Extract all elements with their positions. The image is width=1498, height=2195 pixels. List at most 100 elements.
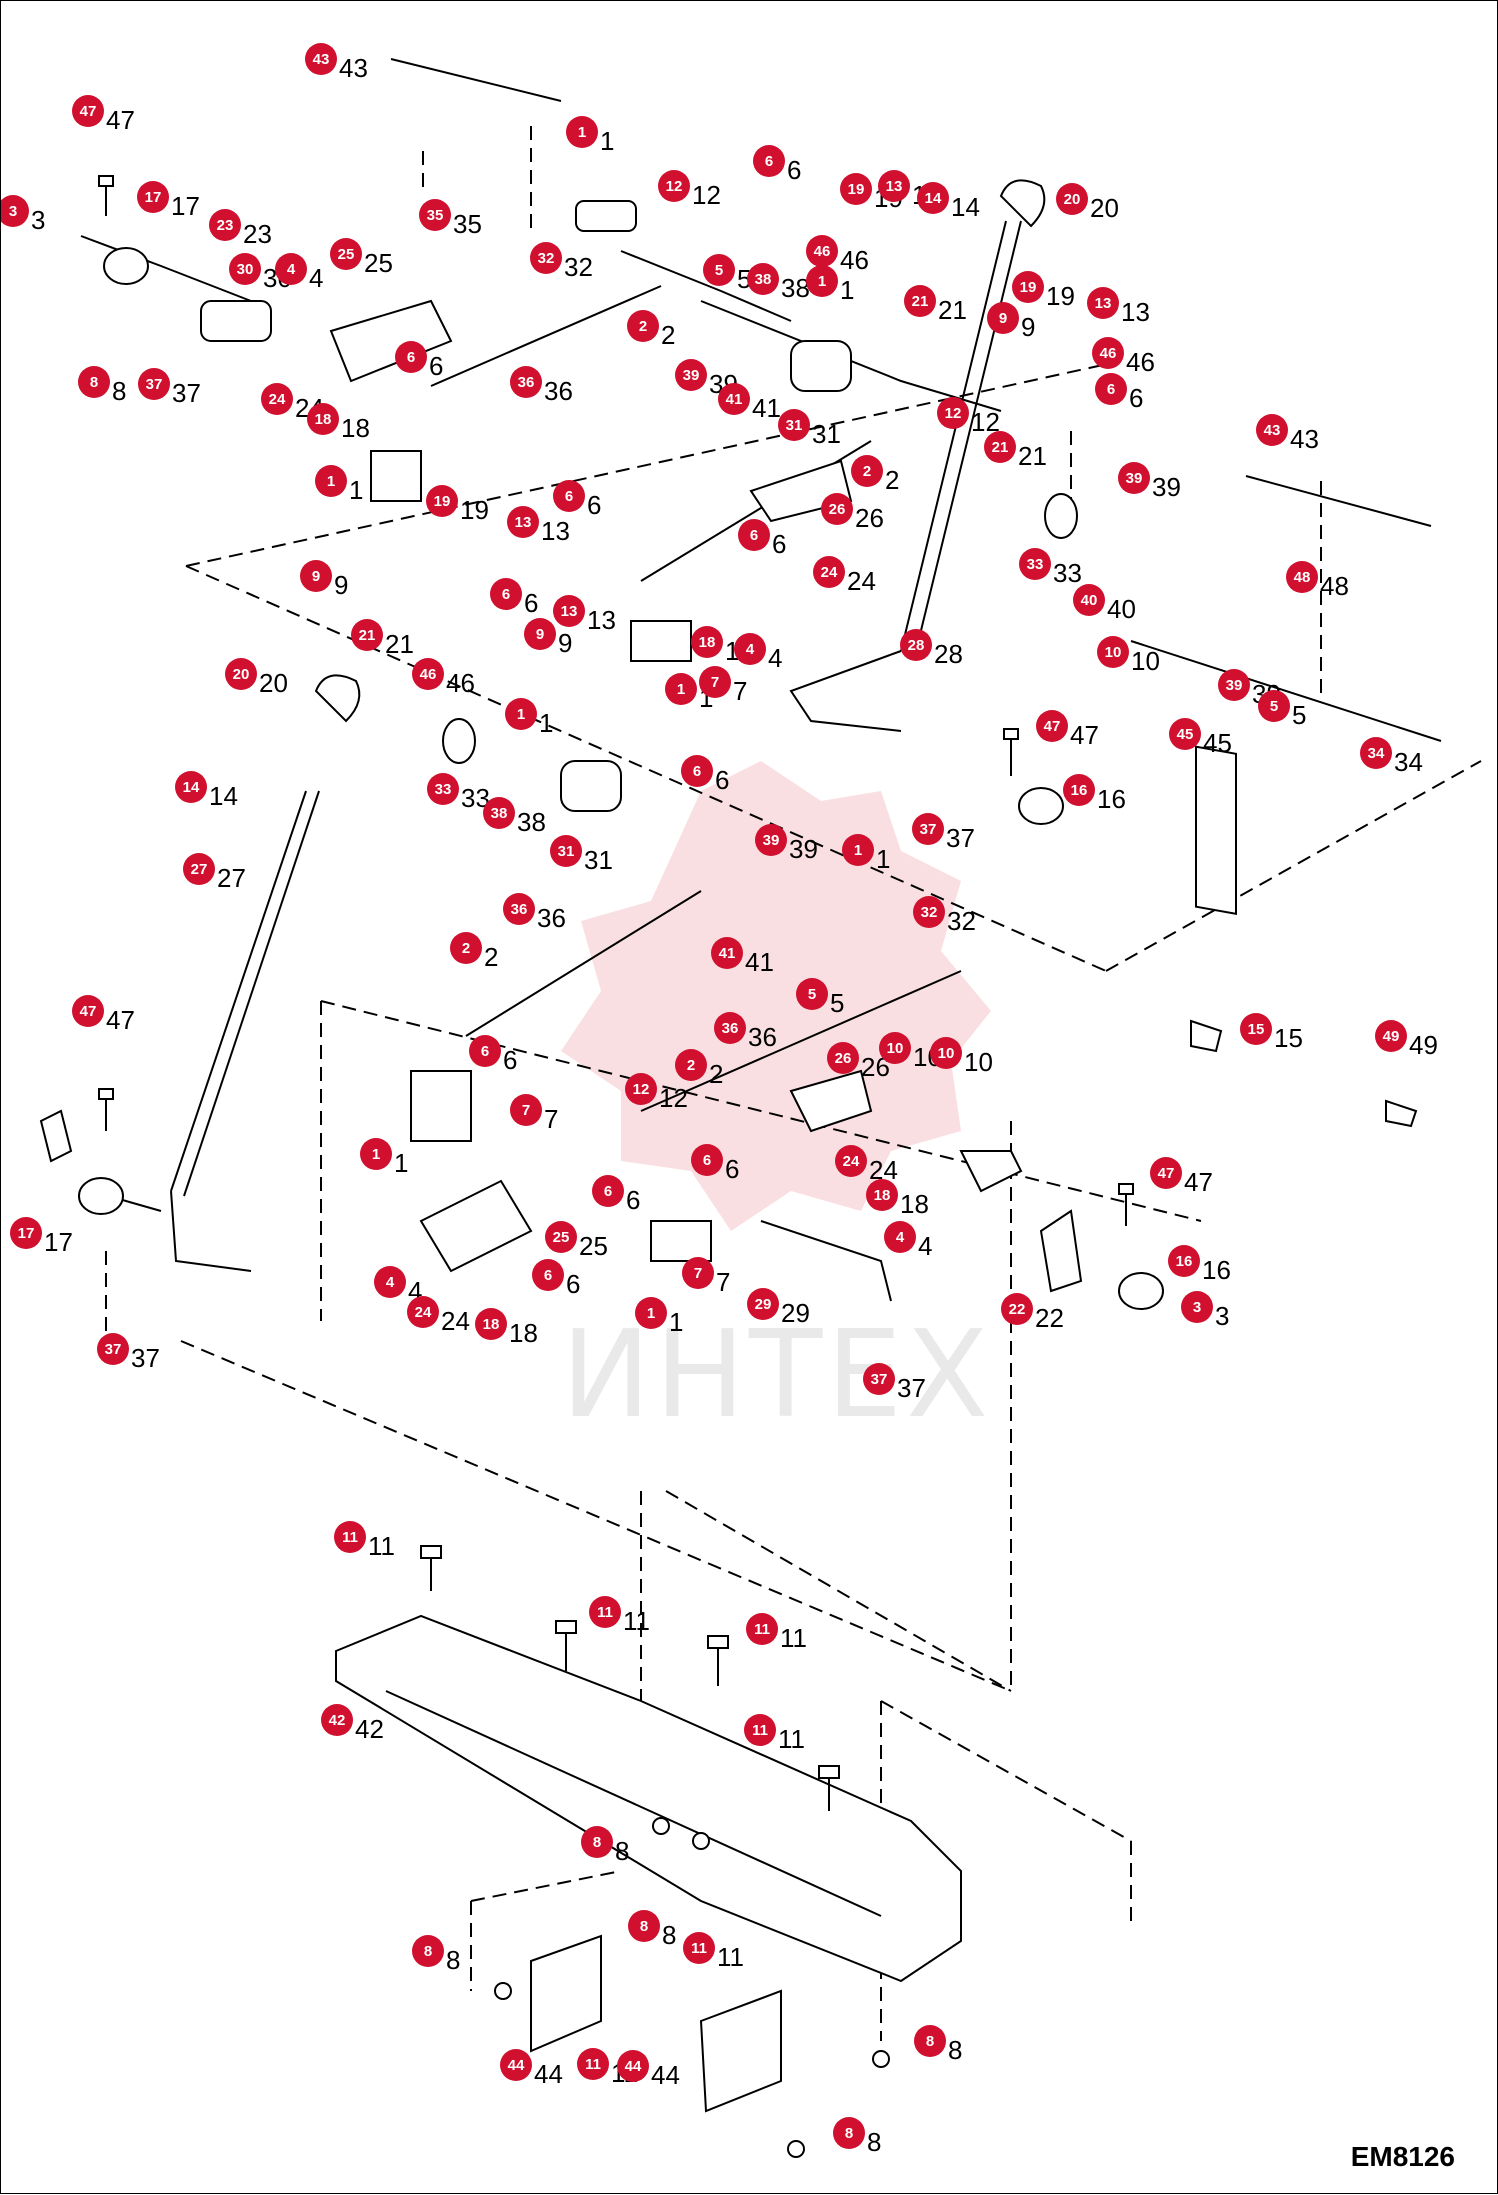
callout-badge-label: 47: [80, 103, 97, 120]
callout-5: 55: [1258, 690, 1306, 730]
callout-badge-label: 3: [9, 203, 17, 220]
callout-badge: [984, 431, 1016, 463]
callout-number: 37: [131, 1343, 160, 1373]
callout-badge-label: 39: [683, 367, 700, 384]
callout-number: 39: [789, 834, 818, 864]
callout-badge: [813, 556, 845, 588]
callout-badge-label: 39: [1226, 677, 1243, 694]
callout-badge: [879, 1032, 911, 1064]
callout-badge-label: 33: [1027, 556, 1044, 573]
dashed-frames: [105, 126, 1482, 2041]
callout-number: 7: [716, 1267, 730, 1297]
callout-badge-label: 24: [821, 564, 838, 581]
callout-badge-label: 33: [435, 781, 452, 798]
callout-badge-label: 12: [633, 1081, 650, 1098]
callout-badge: [833, 2117, 865, 2149]
callout-6: 66: [395, 341, 443, 381]
callout-7: 77: [510, 1094, 558, 1134]
callout-badge: [900, 629, 932, 661]
callout-badge-label: 1: [517, 706, 525, 723]
callout-number: 6: [566, 1269, 580, 1299]
callout-badge-label: 8: [90, 374, 98, 391]
callout-badge-label: 6: [544, 1267, 552, 1284]
callout-number: 8: [662, 1920, 676, 1950]
callout-badge: [747, 263, 779, 295]
callout-8: 88: [833, 2117, 881, 2157]
callout-badge: [209, 209, 241, 241]
callout-number: 20: [259, 668, 288, 698]
callout-badge-label: 11: [342, 1529, 358, 1546]
callout-badge-label: 18: [874, 1187, 891, 1204]
callout-badge: [683, 1932, 715, 1964]
callout-badge: [426, 485, 458, 517]
callout-badge: [675, 359, 707, 391]
callout-number: 11: [368, 1531, 395, 1561]
callout-9: 99: [987, 302, 1035, 342]
callout-badge: [507, 506, 539, 538]
callout-badge: [1360, 737, 1392, 769]
callout-badge-label: 8: [845, 2125, 853, 2142]
callout-badge: [505, 698, 537, 730]
callout-badge-label: 32: [921, 904, 938, 921]
callout-number: 18: [509, 1318, 538, 1348]
callout-badge: [407, 1296, 439, 1328]
callout-number: 25: [364, 248, 393, 278]
callout-badge-label: 37: [146, 376, 163, 393]
callout-badge-label: 24: [269, 391, 286, 408]
callout-number: 44: [534, 2059, 563, 2089]
callout-number: 9: [1021, 312, 1035, 342]
callout-badge: [628, 1910, 660, 1942]
callout-badge: [842, 834, 874, 866]
callout-badge-label: 11: [754, 1621, 770, 1638]
callout-badge: [884, 1221, 916, 1253]
callout-badge-label: 5: [808, 986, 816, 1003]
callout-badge: [315, 465, 347, 497]
callout-number: 4: [918, 1231, 932, 1261]
callout-badge: [510, 1094, 542, 1126]
watermark-gear-icon: [561, 761, 991, 1231]
callout-badge-label: 1: [677, 681, 685, 698]
callout-badge-label: 2: [687, 1057, 695, 1074]
callout-badge: [1286, 561, 1318, 593]
callout-badge-label: 34: [1368, 745, 1385, 762]
callout-badge-label: 27: [191, 861, 208, 878]
callout-number: 15: [1274, 1023, 1303, 1053]
callout-badge-label: 6: [693, 763, 701, 780]
callout-badge-label: 36: [722, 1020, 739, 1037]
callout-number: 6: [725, 1154, 739, 1184]
callout-number: 28: [934, 639, 963, 669]
callout-badge: [835, 1145, 867, 1177]
callout-badge: [691, 626, 723, 658]
callout-badge-label: 24: [415, 1304, 432, 1321]
callout-badge: [589, 1596, 621, 1628]
callout-badge-label: 10: [887, 1040, 904, 1057]
callout-number: 47: [106, 105, 135, 135]
callout-badge: [183, 853, 215, 885]
callout-badge: [334, 1521, 366, 1553]
callout-badge: [912, 813, 944, 845]
callout-badge-label: 5: [1270, 698, 1278, 715]
callout-badge: [97, 1333, 129, 1365]
callout-number: 1: [539, 708, 553, 738]
callout-2: 22: [627, 310, 675, 350]
callout-badge: [746, 1613, 778, 1645]
callout-badge-label: 4: [287, 261, 296, 278]
callout-6: 66: [469, 1035, 517, 1075]
callout-number: 35: [453, 209, 482, 239]
callout-badge-label: 46: [420, 666, 437, 683]
callout-2: 22: [450, 932, 498, 972]
callout-badge: [138, 368, 170, 400]
callout-badge: [469, 1035, 501, 1067]
